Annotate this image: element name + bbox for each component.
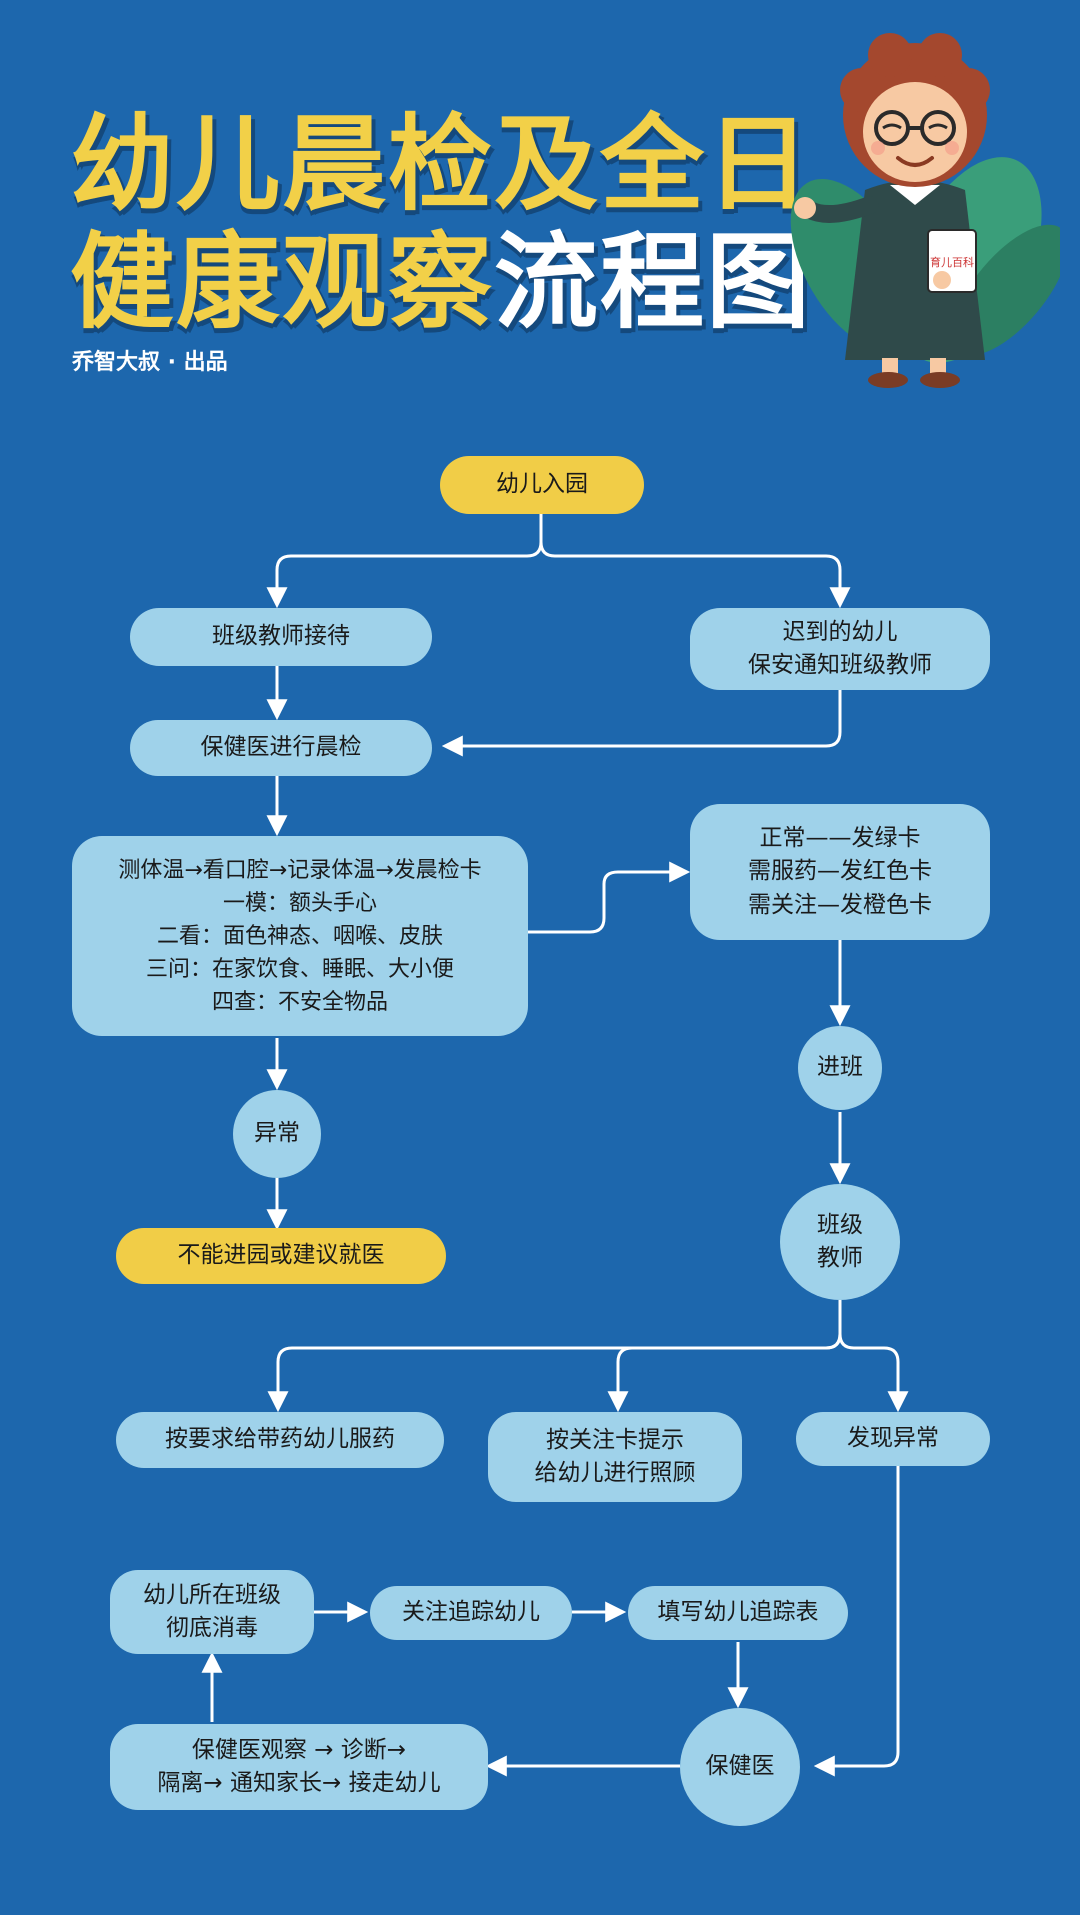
node-abnormal: 异常	[233, 1090, 321, 1178]
node-class-teacher: 班级 教师	[780, 1184, 900, 1300]
node-care-by-card-line-1: 按关注卡提示	[546, 1426, 684, 1453]
node-check-steps-line-5: 四查：不安全物品	[211, 989, 388, 1015]
connector-teacher-to-care	[607, 1333, 842, 1413]
node-card-result-line-2: 需服药—发红色卡	[748, 858, 932, 885]
connector-found-to-doctor	[813, 1464, 900, 1777]
connector-check-to-card	[528, 861, 691, 934]
node-late-child-line-2: 保安通知班级教师	[748, 652, 932, 678]
node-card-result: 正常——发绿卡 需服药—发红色卡 需关注—发橙色卡	[690, 804, 990, 940]
node-found-abnormal: 发现异常	[796, 1412, 990, 1466]
node-card-result-line-3: 需关注—发橙色卡	[748, 891, 932, 918]
node-doctor-observe-line-1: 保健医观察 → 诊断→	[191, 1736, 407, 1763]
node-refuse-entry: 不能进园或建议就医	[116, 1228, 446, 1284]
book-label: 育儿百科	[930, 255, 974, 269]
node-care-by-card-line-2: 给幼儿进行照顾	[534, 1460, 696, 1486]
node-late-child: 迟到的幼儿 保安通知班级教师	[690, 608, 990, 690]
node-doctor-morning-check: 保健医进行晨检	[130, 720, 432, 776]
node-late-child-line-1: 迟到的幼儿	[782, 618, 898, 645]
node-card-result-line-1: 正常——发绿卡	[759, 824, 921, 851]
byline: 乔智大叔 · 出品	[72, 350, 228, 375]
node-check-steps-line-3: 二看：面色神态、咽喉、皮肤	[156, 923, 443, 949]
node-care-by-card: 按关注卡提示 给幼儿进行照顾	[488, 1412, 742, 1502]
connector-teacher-to-abnormal	[838, 1333, 909, 1413]
node-entry: 幼儿入园	[440, 456, 644, 514]
node-class-teacher-line-1: 班级	[817, 1211, 863, 1238]
node-check-steps-line-1: 测体温→看口腔→记录体温→发晨检卡	[118, 857, 482, 883]
node-give-medicine: 按要求给带药幼儿服药	[116, 1412, 444, 1468]
node-doctor-observe: 保健医观察 → 诊断→ 隔离→ 通知家长→ 接走幼儿	[110, 1724, 488, 1810]
title-line-2-white: 流程图	[494, 221, 813, 343]
title-line-2-yellow: 健康观察	[70, 221, 495, 343]
node-teacher-reception: 班级教师接待	[130, 608, 432, 666]
connector-entry-to-teacher	[266, 514, 543, 609]
node-disinfect-line-1: 幼儿所在班级	[143, 1581, 281, 1608]
node-disinfect-line-2: 彻底消毒	[166, 1615, 258, 1641]
doctor-mascot-illustration: 育儿百科	[790, 33, 1060, 388]
node-disinfect: 幼儿所在班级 彻底消毒	[110, 1570, 314, 1654]
connector-entry-to-late	[539, 541, 851, 609]
node-check-steps-line-4: 三问：在家饮食、睡眠、大小便	[145, 956, 454, 982]
title-line-1: 幼儿晨检及全日	[70, 103, 813, 225]
title-line-2: 健康观察流程图	[70, 230, 812, 334]
connector-late-to-doctor	[441, 690, 842, 757]
node-fill-form: 填写幼儿追踪表	[628, 1586, 848, 1640]
node-doctor-observe-line-2: 隔离→ 通知家长→ 接走幼儿	[157, 1770, 441, 1796]
node-check-steps-line-2: 一模：额头手心	[222, 890, 377, 916]
connector-teacher-to-medicine	[267, 1300, 842, 1413]
node-doctor: 保健医	[680, 1708, 800, 1826]
node-track-child: 关注追踪幼儿	[370, 1586, 572, 1640]
node-enter-class: 进班	[798, 1026, 882, 1110]
node-check-steps: 测体温→看口腔→记录体温→发晨检卡 一模：额头手心 二看：面色神态、咽喉、皮肤 …	[72, 836, 528, 1036]
node-class-teacher-line-2: 教师	[817, 1245, 863, 1271]
